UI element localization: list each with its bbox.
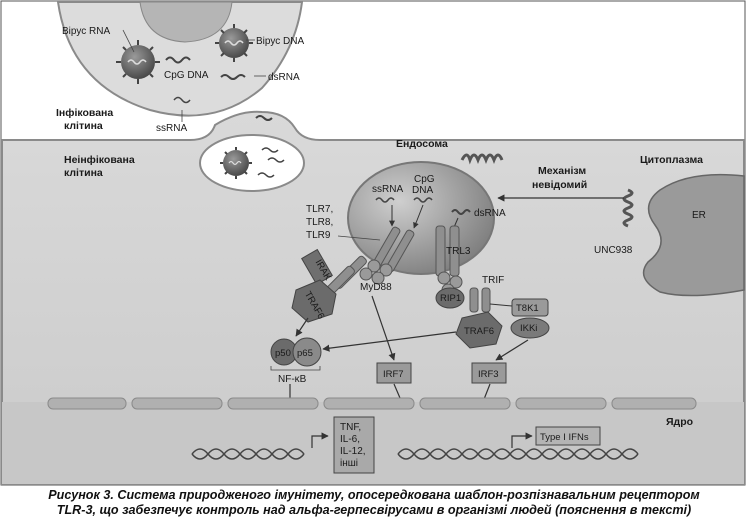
irf3-box [471,362,507,384]
dna-helix-left [191,448,305,460]
label-traf6-right: TRAF6 [464,326,494,337]
strand-in-vesicle-2 [267,157,285,163]
label-infected-cell-2: клітина [64,120,103,132]
tlr3-receptor [435,225,463,297]
label-mechanism-1: Механізм [538,165,586,177]
traf6-left-hex [291,279,337,323]
figure-caption: Рисунок 3. Система природженого імунітет… [8,488,740,518]
cpg-dna-strand-top [165,56,191,64]
label-type1-ifns: Type I IFNs [540,432,589,443]
label-cytoplasm: Цитоплазма [640,154,703,166]
ssrna-strand-top [173,96,191,104]
label-ssrna-top: ssRNA [156,123,187,134]
type1-ifns-box [535,426,601,446]
transcription-arrow-left [311,432,329,448]
dsrna-strand-top [220,74,246,80]
strand-in-vesicle-1 [261,147,279,153]
label-dsrna-endosome: dsRNA [474,208,506,219]
traf6-right-hex [455,311,503,349]
label-endosome: Ендосома [396,138,448,150]
t8k1-box [511,298,549,317]
label-p65: p65 [297,348,313,359]
label-irf7: IRF7 [383,369,404,380]
caption-line-1: Рисунок 3. Система природженого імунітет… [48,488,700,502]
label-tlr-3: TLR9 [306,230,331,241]
tlr789-receptor [359,226,415,285]
label-ssrna-endosome: ssRNA [372,184,403,195]
dsrna-extracellular [255,115,273,121]
label-dsrna-top: dsRNA [268,72,300,83]
dsrna-endosome [451,209,471,215]
label-p50: p50 [275,348,291,359]
label-uninfected-cell-1: Неінфікована [64,154,135,166]
tlr-leader [337,235,381,241]
label-virus-rna: Вірус RNA [62,26,110,37]
rip1-oval [435,287,465,309]
label-cpg-endosome-2: DNA [412,185,433,196]
label-tnf: TNF, [340,422,361,433]
ssrna-endosome [375,197,395,203]
ikki-oval [510,317,550,339]
caption-line-2: TLR-3, що забезпечує контроль над альфа-… [56,503,692,517]
unc938-coil [622,188,634,228]
label-nucleus: Ядро [666,416,693,428]
label-nfkb: NF-κB [278,374,307,385]
label-t8k1: T8K1 [516,303,539,314]
nfkb-bracket [270,366,321,371]
label-rip1: RIP1 [440,293,461,304]
er-membrane [642,173,745,297]
dna-helix-right [397,448,639,460]
cpg-endosome [413,197,433,203]
label-others: інші [340,458,358,469]
label-er: ER [692,210,706,221]
label-trif: TRIF [482,275,504,286]
infected-cell-nucleus [139,1,233,43]
virus-dna-particle [215,24,253,62]
label-unc938: UNC938 [594,245,633,256]
p65-circle [292,337,322,367]
label-cpg-dna-top: CpG DNA [164,70,209,81]
label-mechanism-2: невідомий [532,179,587,191]
label-cpg-endosome-1: CpG [414,174,435,185]
label-il6: IL-6, [340,434,360,445]
irf7-box [376,362,412,384]
label-uninfected-cell-2: клітина [64,167,103,179]
label-irf3: IRF3 [478,369,499,380]
trif-to-t8k1 [489,303,513,307]
label-trl3: TRL3 [446,246,471,257]
label-il12: IL-12, [340,446,366,457]
transcription-arrow-right [511,432,533,448]
leader-lines-top [122,29,266,122]
cytokines-box [333,416,375,474]
label-ikki: IKKi [520,323,537,334]
strand-in-vesicle-3 [257,172,275,178]
label-tlr-1: TLR7, [306,204,333,215]
trif-rods [469,287,491,313]
label-myd88: MyD88 [360,282,392,293]
label-tlr-2: TLR8, [306,217,333,228]
arrow-cpg-down [413,204,424,229]
virus-rna-particle [116,40,160,84]
endosome-coil [460,153,504,165]
virus-in-vesicle [220,147,252,179]
label-infected-cell-1: Інфікована [56,107,113,119]
irak-box [301,248,333,286]
label-virus-dna: Вірус DNA [256,36,304,47]
